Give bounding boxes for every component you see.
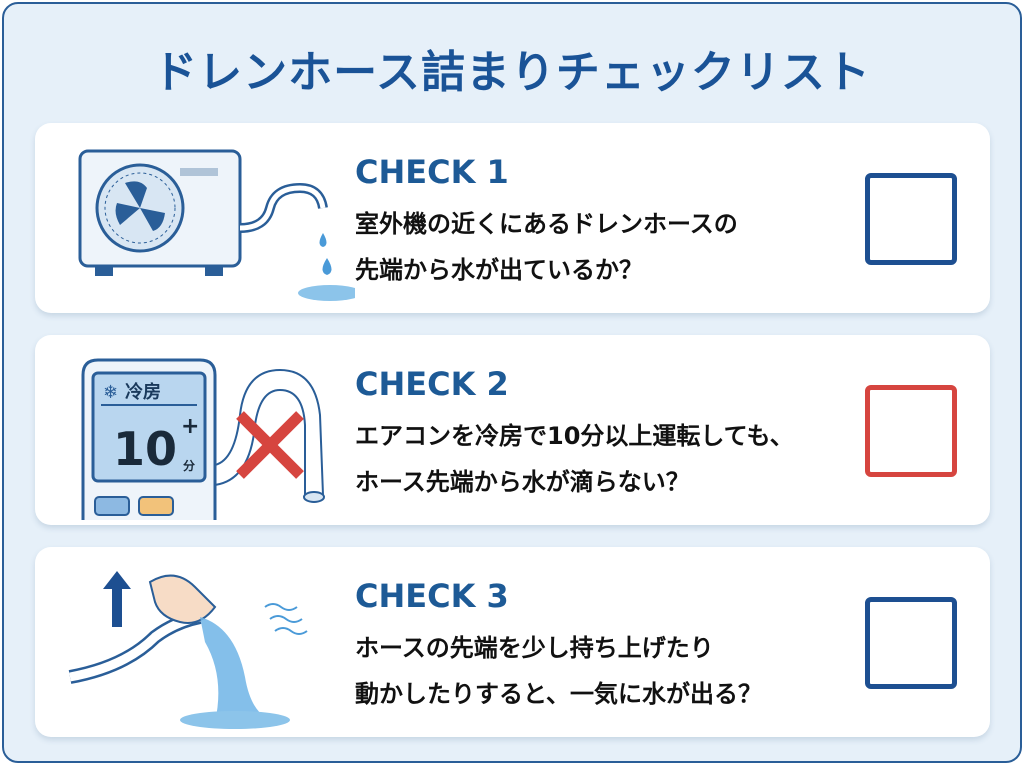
page-title: ドレンホース詰まりチェックリスト	[153, 47, 871, 98]
check-description: エアコンを冷房で10分以上運転しても、 ホース先端から水が滴らない？	[355, 413, 794, 505]
checkbox-2[interactable]	[865, 385, 957, 477]
description-line: 室外機の近くにあるドレンホースの	[355, 210, 738, 238]
outdoor-unit-illustration	[78, 149, 355, 301]
check-label: CHECK 1	[355, 153, 509, 191]
check-description: ホースの先端を少し持ち上げたり 動かしたりすると、一気に水が出る？	[355, 625, 762, 717]
remote-hose-illustration: ❄ 冷房 10 + 分	[81, 358, 325, 520]
hose-lift-illustration	[68, 571, 308, 729]
check-label: CHECK 3	[355, 577, 509, 615]
checkbox-1[interactable]	[865, 173, 957, 265]
description-line: ホース先端から水が滴らない？	[355, 468, 690, 496]
check-card-1: CHECK 1 室外機の近くにあるドレンホースの 先端から水が出ているか？	[35, 123, 990, 313]
description-line: エアコンを冷房で10分以上運転しても、	[355, 422, 794, 450]
description-line: 動かしたりすると、一気に水が出る？	[355, 680, 763, 708]
check-description: 室外機の近くにあるドレンホースの 先端から水が出ているか？	[355, 201, 738, 293]
remote-time: 10	[113, 422, 177, 476]
up-arrow-icon	[103, 571, 131, 627]
remote-mode: 冷房	[125, 381, 161, 403]
description-line: 先端から水が出ているか？	[355, 256, 643, 284]
check-label: CHECK 2	[355, 365, 509, 403]
remote-plus: +	[181, 414, 199, 439]
checkbox-3[interactable]	[865, 597, 957, 689]
check-card-3: CHECK 3 ホースの先端を少し持ち上げたり 動かしたりすると、一気に水が出る…	[35, 547, 990, 737]
check-card-2: ❄ 冷房 10 + 分 CHECK 2 エアコンを冷房で10分以上運転しても、 …	[35, 335, 990, 525]
snowflake-icon: ❄	[103, 382, 118, 403]
description-line: ホースの先端を少し持ち上げたり	[355, 634, 714, 662]
remote-unit: 分	[183, 458, 195, 473]
cross-icon	[236, 411, 304, 479]
